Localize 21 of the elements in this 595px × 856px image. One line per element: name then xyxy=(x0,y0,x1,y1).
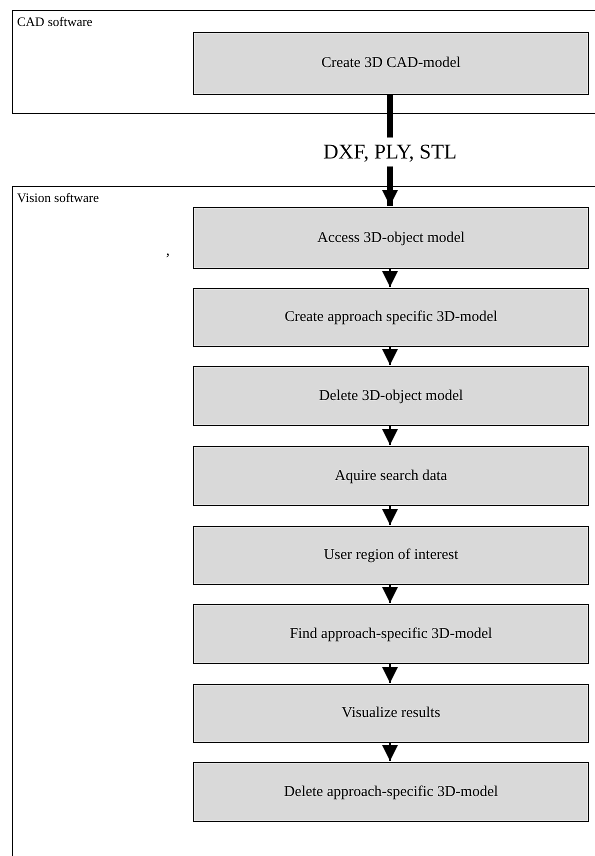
arrow xyxy=(382,346,398,365)
process-box: Find approach-specific 3D-model xyxy=(193,604,589,664)
process-box: Create 3D CAD-model xyxy=(193,32,589,95)
process-box: Delete 3D-object model xyxy=(193,366,589,426)
process-box: User region of interest xyxy=(193,526,589,585)
group-frame xyxy=(12,186,595,856)
group-frame xyxy=(12,10,595,114)
note-text: , xyxy=(166,243,170,260)
process-box: Create approach specific 3D-model xyxy=(193,288,589,347)
process-box: Access 3D-object model xyxy=(193,207,589,269)
arrow xyxy=(382,584,398,603)
arrow xyxy=(382,663,398,683)
process-box: Visualize results xyxy=(193,684,589,743)
arrow xyxy=(382,505,398,525)
process-box: Delete approach-specific 3D-model xyxy=(193,762,589,822)
arrow xyxy=(382,268,398,287)
process-box: Aquire search data xyxy=(193,446,589,506)
arrow xyxy=(382,425,398,445)
group-title: CAD software xyxy=(17,14,92,30)
arrow xyxy=(382,742,398,761)
group-title: Vision software xyxy=(17,190,99,206)
